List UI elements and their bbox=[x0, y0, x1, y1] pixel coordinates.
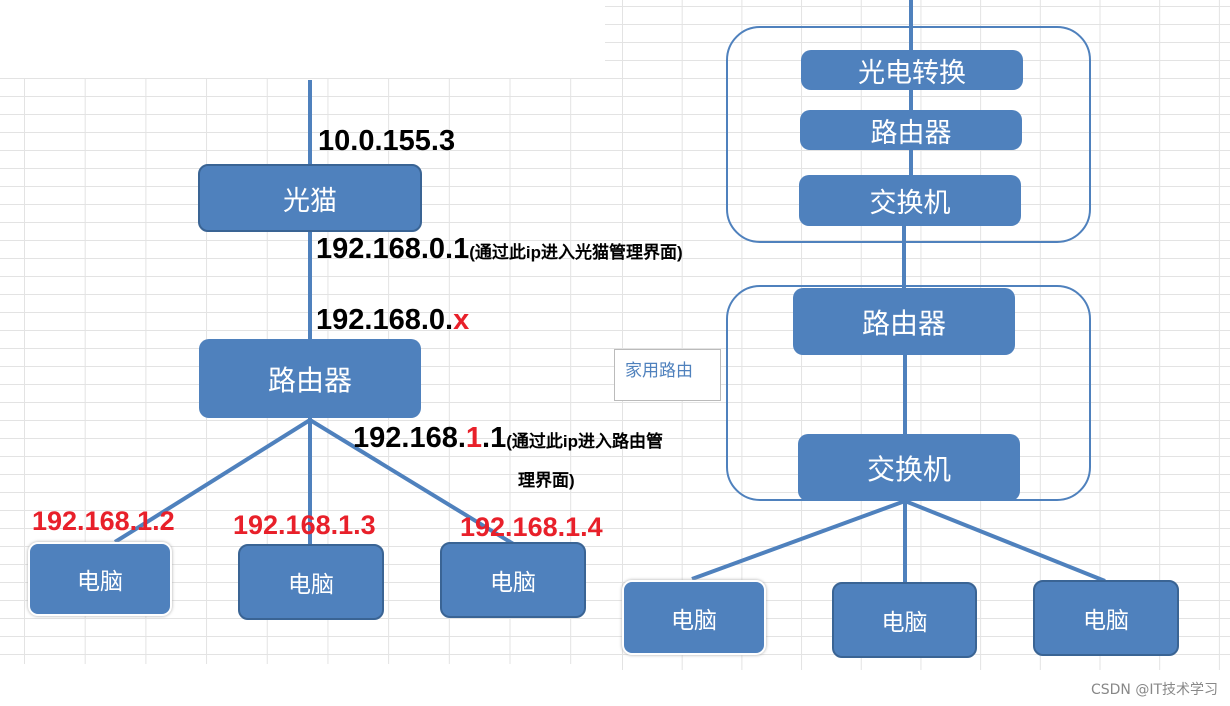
home-router-label: 路由器 bbox=[861, 306, 946, 340]
home-switch-label: 交换机 bbox=[866, 452, 951, 486]
right-pc1-label: 电脑 bbox=[671, 607, 717, 634]
modem-lan-ip: 192.168.0.1 bbox=[316, 233, 470, 265]
link-router-pc1 bbox=[113, 418, 312, 544]
router-lan-note-1: (通过此ip进入路由管 bbox=[506, 432, 663, 451]
pc1-node: 电脑 bbox=[28, 542, 172, 616]
modem-group-container bbox=[726, 26, 1091, 243]
pc2-ip: 192.168.1.3 bbox=[233, 510, 376, 540]
pc2-node: 电脑 bbox=[238, 544, 384, 620]
home-router-tag: 家用路由 bbox=[614, 349, 721, 401]
link-r-switch-pc1 bbox=[691, 499, 906, 581]
pc1-label: 电脑 bbox=[77, 569, 123, 595]
right-pc1-node: 电脑 bbox=[622, 580, 766, 655]
right-pc2-label: 电脑 bbox=[881, 610, 928, 636]
optical-converter-label: 光电转换 bbox=[858, 57, 966, 89]
link-router-pc3 bbox=[308, 418, 517, 547]
link-r-switch-pc3 bbox=[904, 499, 1106, 583]
pc3-label: 电脑 bbox=[490, 570, 536, 596]
home-router-node: 路由器 bbox=[793, 288, 1015, 355]
right-pc2-node: 电脑 bbox=[832, 582, 977, 658]
wan-ip-label: 10.0.155.3 bbox=[318, 125, 456, 157]
router-lan-ip-label: 192.168.1.1(通过此ip进入路由管 bbox=[353, 422, 663, 455]
router-lan-ip-b: 1 bbox=[465, 422, 483, 454]
right-pc3-node: 电脑 bbox=[1033, 580, 1179, 656]
router-wan-ip-suffix: x bbox=[453, 304, 470, 336]
router-lan-ip-c: .1 bbox=[482, 422, 507, 454]
router-wan-ip-prefix: 192.168.0. bbox=[316, 304, 454, 336]
pc3-ip: 192.168.1.4 bbox=[460, 512, 603, 542]
modem-node: 光猫 bbox=[198, 164, 422, 232]
modem-lan-note: (通过此ip进入光猫管理界面) bbox=[469, 243, 683, 262]
router-label: 路由器 bbox=[267, 363, 352, 397]
router-wan-ip-label: 192.168.0.x bbox=[316, 304, 469, 337]
pc1-ip: 192.168.1.2 bbox=[32, 506, 175, 536]
right-pc3-label: 电脑 bbox=[1083, 608, 1129, 634]
router-lan-note-2: 理界面) bbox=[518, 471, 575, 490]
modem-switch-node: 交换机 bbox=[799, 175, 1021, 226]
home-switch-node: 交换机 bbox=[798, 434, 1020, 501]
pc2-label: 电脑 bbox=[288, 572, 334, 598]
watermark: CSDN @IT技术学习 bbox=[1090, 682, 1218, 698]
modem-lan-ip-label: 192.168.0.1(通过此ip进入光猫管理界面) bbox=[316, 233, 683, 266]
optical-converter-node: 光电转换 bbox=[801, 50, 1023, 90]
modem-label: 光猫 bbox=[283, 185, 337, 217]
router-node: 路由器 bbox=[199, 339, 421, 418]
router-lan-ip-a: 192.168. bbox=[353, 422, 466, 454]
modem-switch-label: 交换机 bbox=[869, 188, 951, 219]
pc3-node: 电脑 bbox=[440, 542, 586, 618]
modem-router-label: 路由器 bbox=[870, 117, 952, 149]
modem-router-node: 路由器 bbox=[800, 110, 1022, 150]
